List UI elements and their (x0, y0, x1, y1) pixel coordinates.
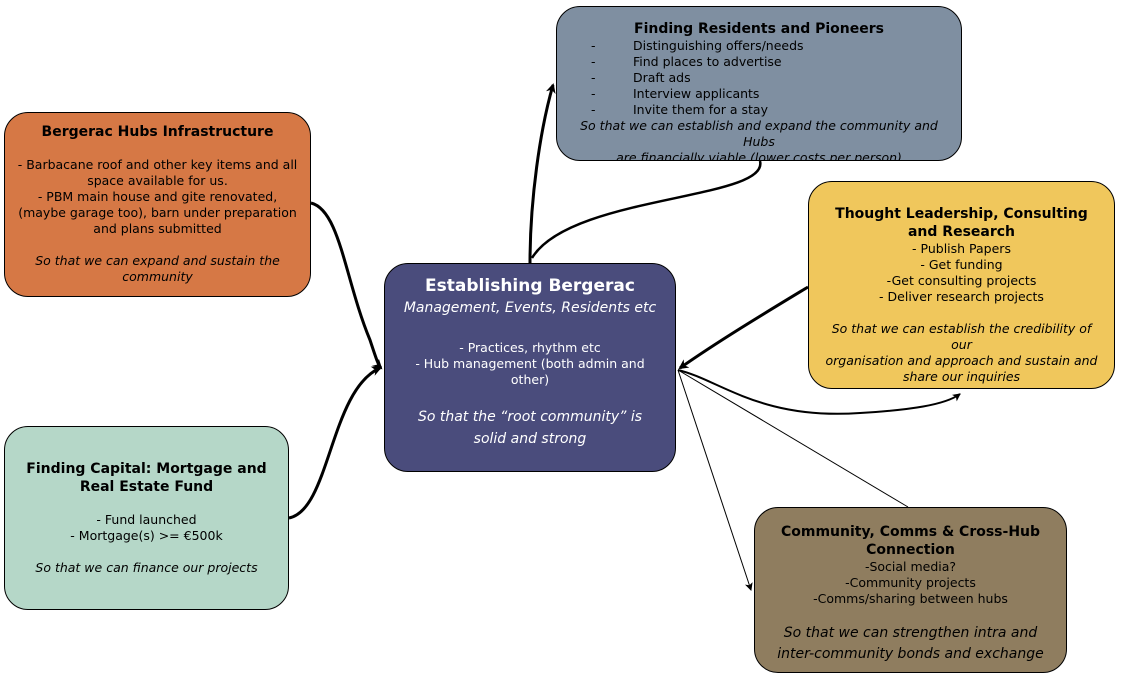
capital-goal: So that we can finance our projects (35, 560, 258, 575)
residents-item: Interview applicants (633, 86, 760, 101)
infrastructure-title: Bergerac Hubs Infrastructure (41, 124, 274, 140)
residents-goal: So that we can establish and expand the … (580, 118, 938, 149)
center-goal: So that the “root community” is (417, 409, 643, 425)
residents-item: Distinguishing offers/needs (633, 38, 804, 53)
residents-title: Finding Residents and Pioneers (634, 21, 884, 37)
community-item: -Community projects (845, 575, 976, 590)
infrastructure-item: space available for us. (87, 173, 228, 188)
connector-capital-to-center (288, 366, 382, 520)
bullet-dash: - (591, 102, 596, 117)
infrastructure-box: Bergerac Hubs Infrastructure - Barbacane… (4, 112, 311, 297)
infrastructure-item: (maybe garage too), barn under preparati… (18, 205, 297, 220)
community-item: -Comms/sharing between hubs (813, 591, 1008, 606)
community-box: Community, Comms & Cross-Hub Connection … (754, 507, 1067, 673)
list-item: - Interview applicants (591, 86, 949, 102)
capital-title: Finding Capital: Mortgage and (26, 461, 267, 477)
connector-thought-to-center (678, 285, 809, 370)
residents-box: Finding Residents and Pioneers - Distingu… (556, 6, 962, 161)
community-title: Connection (866, 542, 955, 558)
bullet-dash: - (591, 86, 596, 101)
list-item: - Find places to advertise (591, 54, 949, 70)
thought-leadership-title: and Research (907, 224, 1016, 240)
residents-goal: are financially viable (lower costs per … (616, 150, 902, 161)
list-item: - Draft ads (591, 70, 949, 86)
capital-title: Real Estate Fund (79, 479, 214, 495)
infrastructure-goal: So that we can expand and sustain the (35, 253, 280, 268)
connector-center-to-community (677, 369, 753, 591)
community-title: Community, Comms & Cross-Hub (780, 524, 1041, 540)
thought-leadership-goal: organisation and approach and sustain an… (825, 353, 1098, 368)
residents-item: Invite them for a stay (633, 102, 768, 117)
connector-community-to-center (677, 369, 909, 508)
infrastructure-item: - Barbacane roof and other key items and… (17, 157, 298, 172)
thought-leadership-goal: share our inquiries (902, 369, 1021, 384)
connector-residents-to-center (530, 160, 762, 259)
thought-leadership-box: Thought Leadership, Consulting and Resea… (808, 181, 1115, 389)
thought-leadership-title: Thought Leadership, Consulting (835, 206, 1088, 222)
connector-infra-to-center (310, 201, 383, 370)
center-box: Establishing Bergerac Management, Events… (384, 263, 676, 472)
bullet-dash: - (591, 70, 596, 85)
center-item: - Hub management (both admin and (415, 356, 645, 371)
residents-item: Draft ads (633, 70, 691, 85)
center-title: Establishing Bergerac (425, 276, 635, 296)
center-subtitle: Management, Events, Residents etc (403, 300, 657, 316)
infrastructure-goal: community (122, 269, 193, 284)
thought-leadership-item: - Deliver research projects (879, 289, 1044, 304)
capital-item: - Fund launched (96, 512, 197, 527)
list-item: - Distinguishing offers/needs (591, 38, 949, 54)
capital-box: Finding Capital: Mortgage and Real Estat… (4, 426, 289, 610)
community-goal: inter-community bonds and exchange (777, 646, 1044, 662)
connector-center-to-thought (677, 369, 961, 415)
residents-item: Find places to advertise (633, 54, 782, 69)
community-goal: So that we can strengthen intra and (783, 625, 1038, 641)
thought-leadership-goal: So that we can establish the credibility… (831, 321, 1092, 352)
residents-list: - Distinguishing offers/needs - Find place… (569, 38, 949, 118)
community-item: -Social media? (864, 559, 957, 574)
thought-leadership-item: - Publish Papers (912, 241, 1011, 256)
center-item: other) (510, 372, 550, 387)
capital-item: - Mortgage(s) >= €500k (70, 528, 223, 543)
list-item: - Invite them for a stay (591, 102, 949, 118)
bullet-dash: - (591, 54, 596, 69)
center-goal: solid and strong (473, 431, 587, 447)
thought-leadership-item: - Get funding (920, 257, 1003, 272)
bullet-dash: - (591, 38, 596, 53)
connector-center-to-residents (528, 83, 556, 264)
infrastructure-item: and plans submitted (93, 221, 222, 236)
center-item: - Practices, rhythm etc (459, 340, 601, 355)
thought-leadership-item: -Get consulting projects (886, 273, 1037, 288)
infrastructure-item: - PBM main house and gite renovated, (37, 189, 278, 204)
